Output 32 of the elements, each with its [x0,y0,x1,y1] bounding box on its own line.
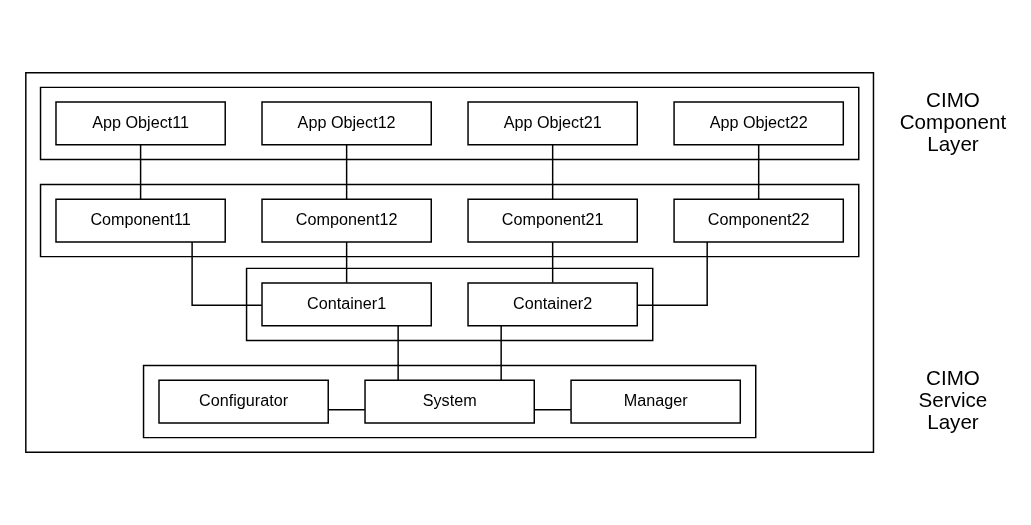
node-box: Configurator [158,379,329,424]
node-box: Container1 [261,282,432,327]
label: CIMO Component Layer [899,87,1007,155]
node-box: App Object22 [673,101,845,146]
connector [191,241,263,306]
connector [327,408,366,411]
node-box: Component11 [55,198,226,243]
connector [500,325,502,381]
connector [551,144,554,200]
connector [345,144,348,200]
node-box: Container2 [467,282,638,327]
node-box: App Object21 [467,101,638,146]
node-box: Component21 [467,198,638,243]
node-box: Component12 [261,198,432,243]
cluster [39,183,860,258]
label: CIMO Service Layer [918,365,988,434]
connector [636,241,708,306]
node-box: System [364,379,535,424]
node-box: App Object11 [55,101,226,146]
node-box: App Object12 [261,101,432,146]
connector [757,144,760,200]
cluster [142,364,757,439]
connector [397,325,399,381]
connector [551,241,554,284]
connector [533,408,572,411]
connector [139,144,142,200]
node-box: Manager [570,379,742,424]
cluster [25,71,875,454]
connector [345,241,348,284]
cluster [245,267,654,342]
node-box: Component22 [673,198,845,243]
cluster [39,86,860,161]
